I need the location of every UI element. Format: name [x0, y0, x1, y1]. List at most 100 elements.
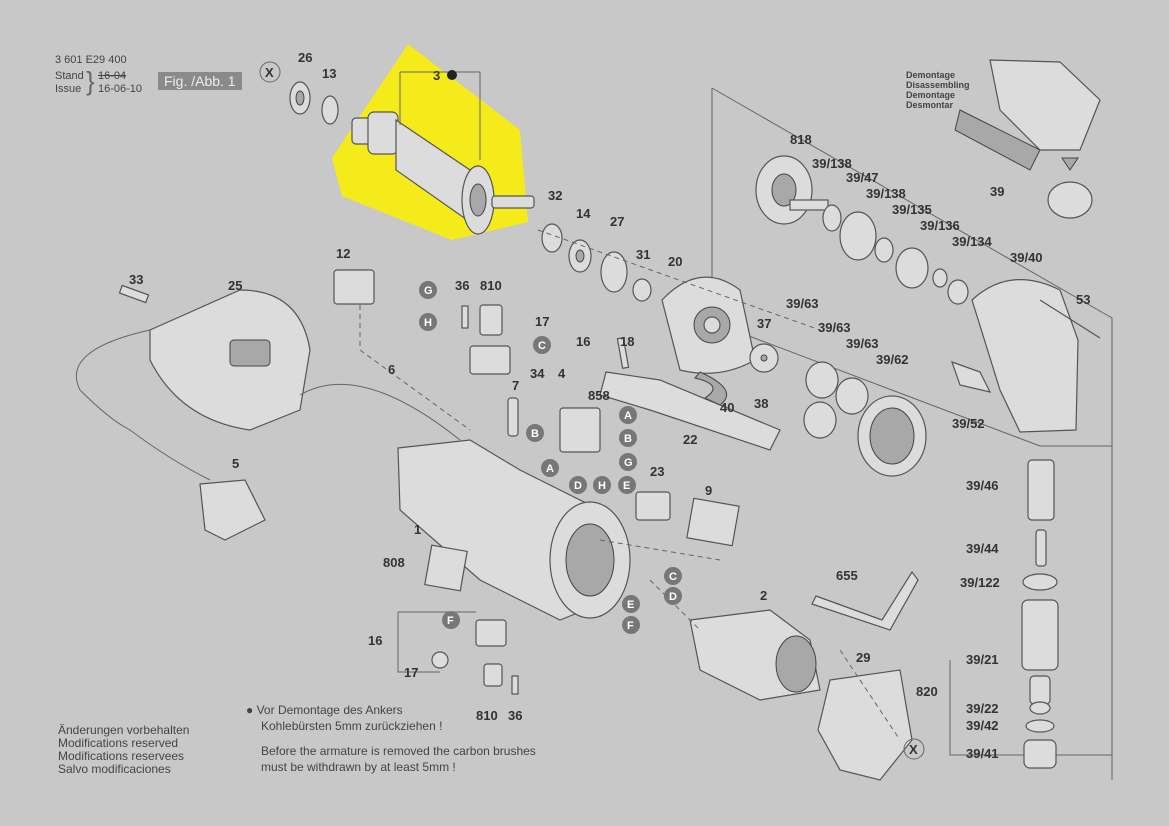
screw-36b	[511, 675, 519, 695]
label-39-47: 39/47	[846, 170, 879, 185]
label-33: 33	[129, 272, 143, 287]
label-655: 655	[836, 568, 858, 583]
brush-warning-note: ● Vor Demontage des Ankers Kohlebürsten …	[246, 703, 536, 774]
svg-text:X: X	[909, 742, 918, 757]
label-16b: 16	[368, 633, 382, 648]
part-39-22	[1029, 701, 1051, 715]
brush-holder-16b	[475, 619, 507, 647]
marker-D2: D	[664, 587, 682, 605]
screw-33	[118, 284, 150, 304]
ring-31	[632, 278, 652, 302]
label-39-136: 39/136	[920, 218, 960, 233]
header-brace: }	[86, 66, 95, 96]
plate-9	[686, 497, 740, 547]
svg-text:D: D	[669, 591, 677, 603]
label-808: 808	[383, 555, 405, 570]
label-2: 2	[760, 588, 767, 603]
svg-text:C: C	[538, 340, 546, 352]
brush-810b	[483, 663, 503, 687]
label-5: 5	[232, 456, 239, 471]
marker-F1: F	[622, 616, 640, 634]
label-38: 38	[754, 396, 768, 411]
svg-text:A: A	[546, 463, 554, 475]
label-17a: 17	[535, 314, 549, 329]
note-bullet: ●	[246, 703, 254, 717]
svg-text:F: F	[447, 615, 454, 627]
svg-text:X: X	[265, 65, 274, 80]
label-23: 23	[650, 464, 664, 479]
svg-text:E: E	[623, 480, 630, 492]
label-3: 3	[433, 68, 440, 83]
label-39-40: 39/40	[1010, 250, 1043, 265]
spring-17	[431, 651, 449, 669]
label-36b: 36	[508, 708, 522, 723]
spring-18	[616, 337, 630, 369]
label-39-63a: 39/63	[786, 296, 819, 311]
label-18: 18	[620, 334, 634, 349]
marker-B2: B	[619, 429, 637, 447]
label-39-122: 39/122	[960, 575, 1000, 590]
stand-old-date: 16-04	[98, 70, 127, 82]
label-820: 820	[916, 684, 938, 699]
label-53: 53	[1076, 292, 1090, 307]
switch-rod-22	[599, 371, 781, 451]
spring-40	[694, 371, 728, 406]
marker-G2: G	[619, 453, 637, 471]
label-808	[424, 544, 468, 592]
field-coil-2	[689, 609, 821, 701]
label-20: 20	[668, 254, 682, 269]
svg-text:A: A	[624, 410, 632, 422]
svg-text:E: E	[627, 599, 634, 611]
switch-4	[559, 407, 601, 453]
plug-5	[199, 479, 266, 541]
label-810b: 810	[476, 708, 498, 723]
label-39-42: 39/42	[966, 718, 999, 733]
screw-53	[1039, 299, 1101, 339]
chuck-39-21	[1021, 599, 1059, 671]
svg-text:H: H	[424, 317, 432, 329]
label-39-41: 39/41	[966, 746, 999, 761]
x-marker-1	[259, 61, 281, 83]
svg-text:C: C	[669, 571, 677, 583]
guard-29	[817, 669, 913, 781]
svg-text:D: D	[574, 480, 582, 492]
rear-cover-25	[149, 289, 311, 431]
x-marker-2	[903, 738, 925, 760]
gearhead-frame-left	[711, 88, 1112, 447]
label-13: 13	[322, 66, 336, 81]
label-22: 22	[683, 432, 697, 447]
brush-holder-16	[469, 345, 511, 375]
bracket-820	[949, 660, 1112, 756]
label-17b: 17	[404, 665, 418, 680]
label-12: 12	[336, 246, 350, 261]
armature	[351, 111, 535, 235]
cable-6	[75, 329, 211, 481]
label-25: 25	[228, 278, 242, 293]
label-34: 34	[530, 366, 545, 381]
marker-G1: G	[419, 281, 437, 299]
label-6: 6	[388, 362, 395, 377]
label-858: 858	[588, 388, 610, 403]
bracket-16-17	[397, 612, 440, 673]
brush-810a	[479, 304, 503, 336]
label-39-44: 39/44	[966, 541, 999, 556]
marker-H2: H	[593, 476, 611, 494]
oring-39-122	[1022, 573, 1058, 591]
label-39-46: 39/46	[966, 478, 999, 493]
screw-36a	[461, 305, 469, 329]
circlip-32	[541, 223, 563, 253]
issue-date: 16-06-10	[98, 83, 143, 95]
disassembly-caption: Demontage Disassembling Demontage Desmon…	[906, 70, 970, 110]
ring-27	[600, 251, 628, 293]
marker-A2: A	[541, 459, 559, 477]
label-32: 32	[548, 188, 562, 203]
label-9: 9	[705, 483, 712, 498]
label-4: 4	[558, 366, 566, 381]
marker-C2: C	[664, 567, 682, 585]
motor-housing-1	[397, 439, 631, 621]
note-bullet-3	[447, 70, 457, 80]
part-number: 3 601 E29 400	[55, 54, 127, 66]
part-7	[507, 397, 519, 437]
marker-A1: A	[619, 406, 637, 424]
